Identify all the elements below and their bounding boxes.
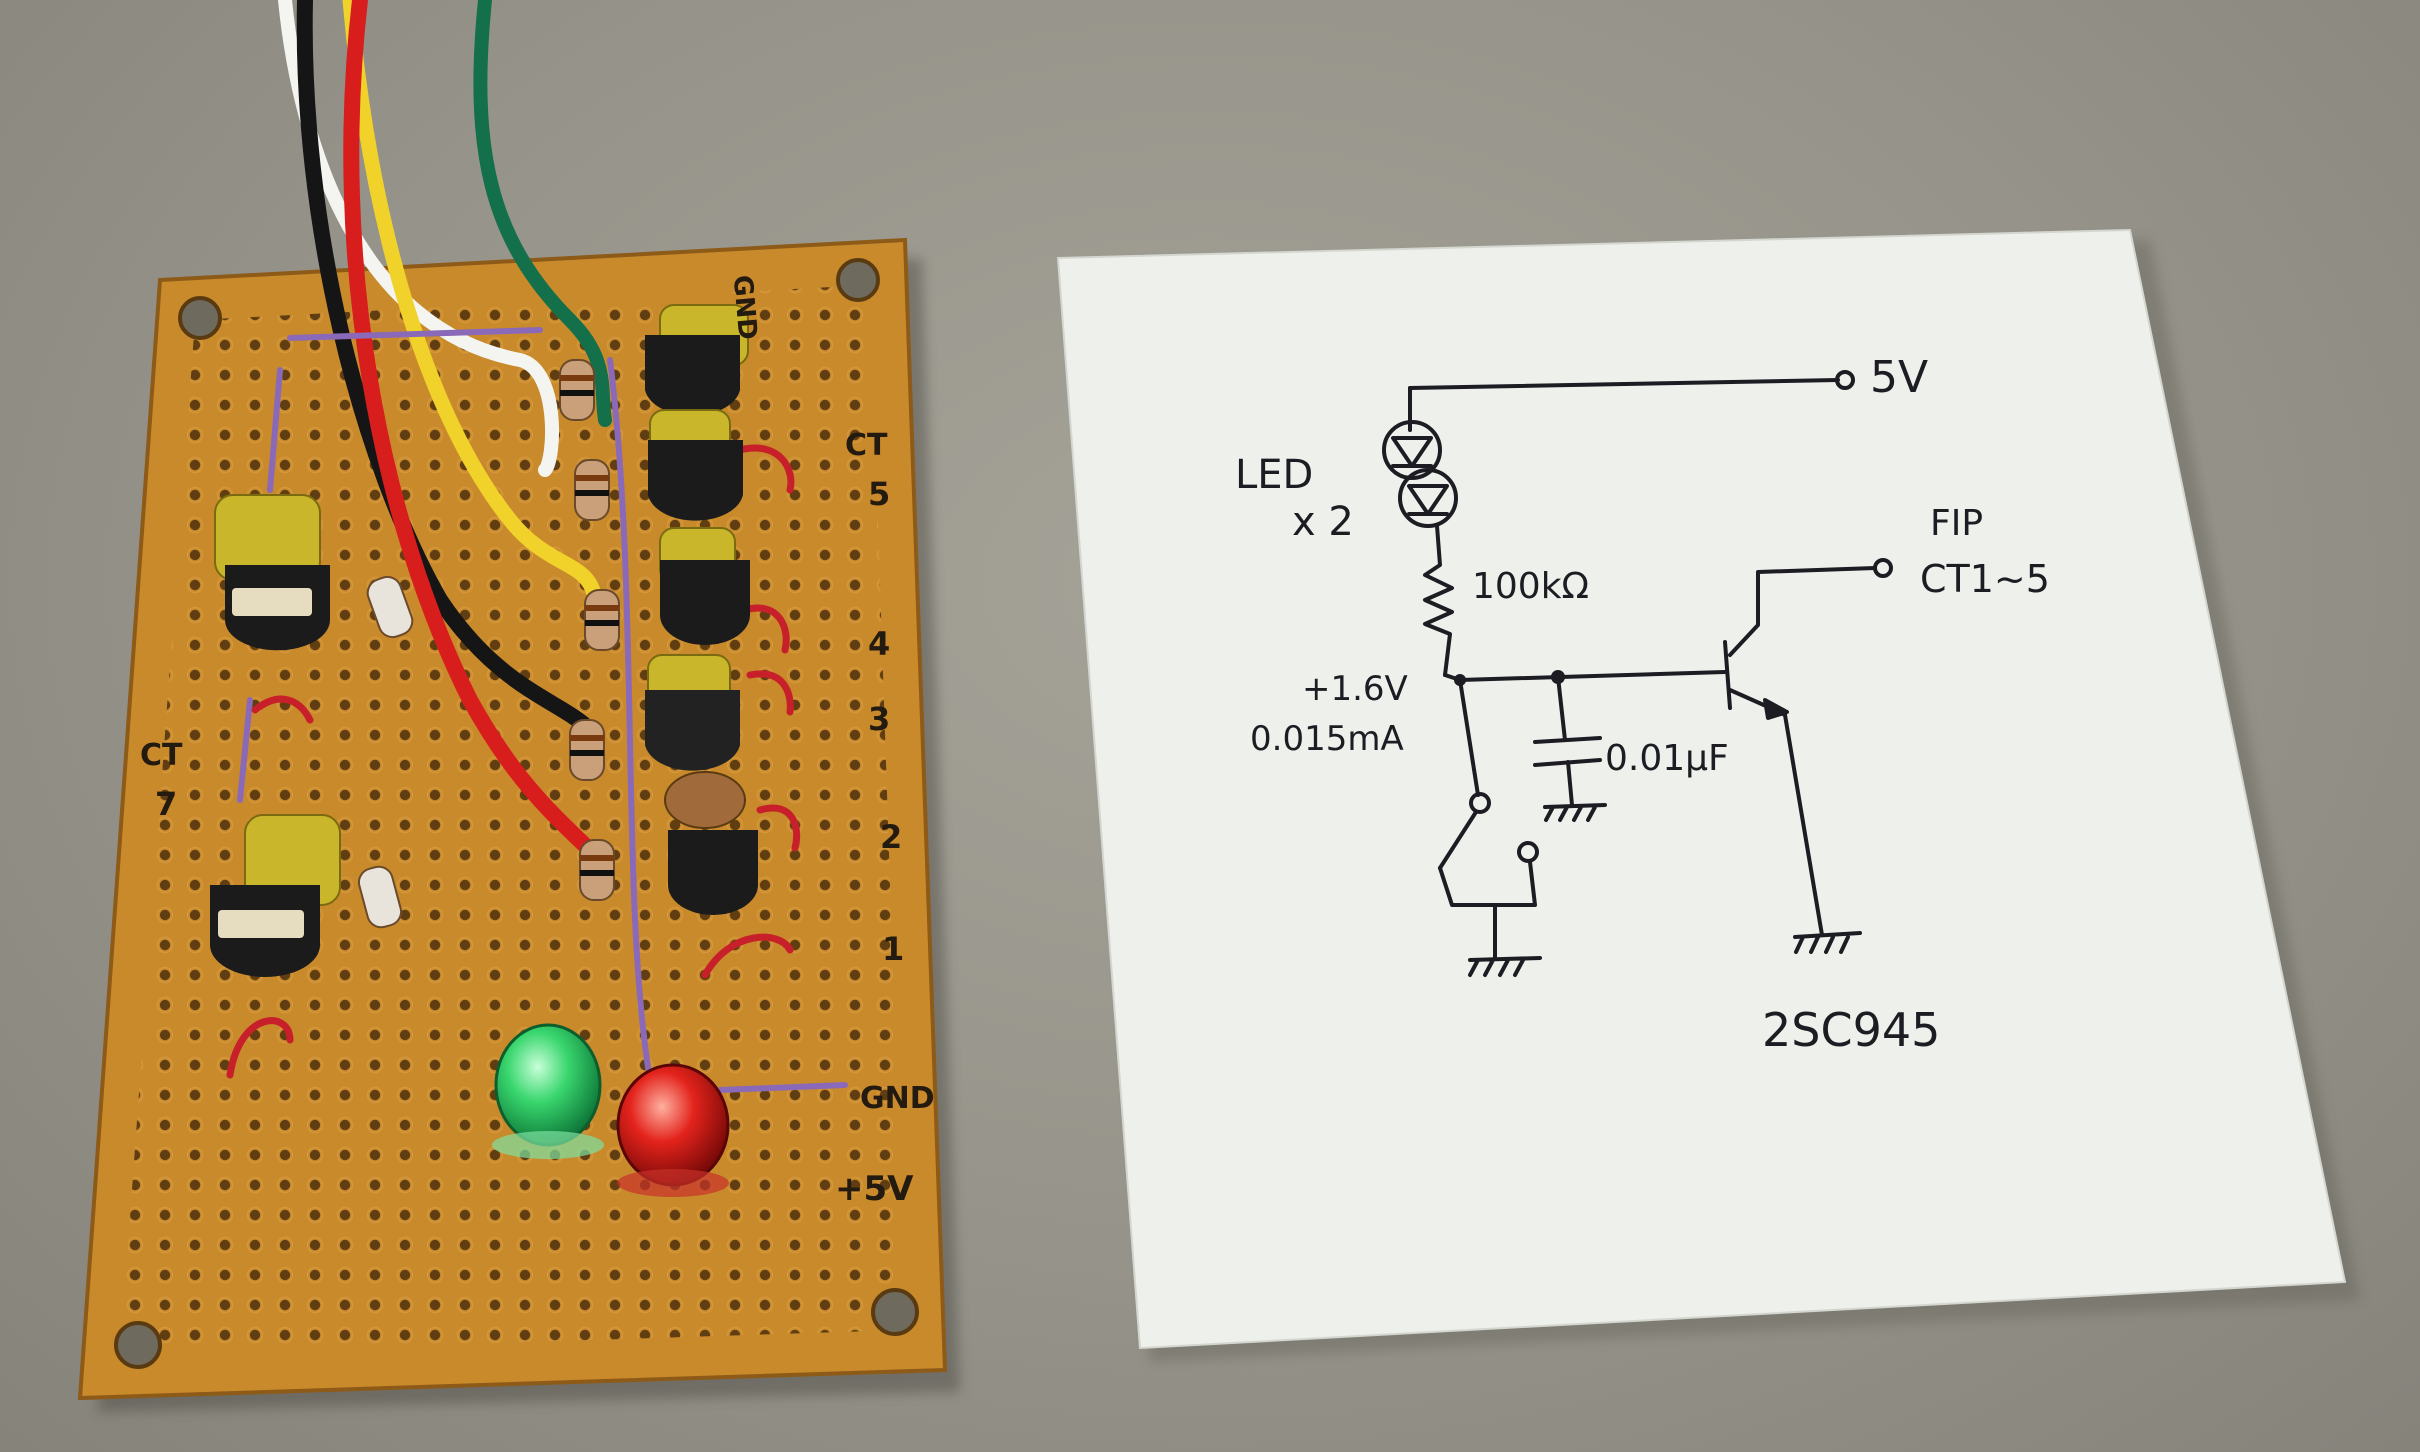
- resistor: [357, 865, 403, 929]
- resistor: [579, 839, 615, 901]
- transistor-base: [1723, 640, 1732, 710]
- schematic-labels: 5V LED x 2 100kΩ +1.6V 0.015mA 0.01μF FI…: [1235, 352, 2050, 1057]
- output-label-line1: FIP: [1930, 503, 1983, 544]
- resistor-symbol: [1423, 524, 1454, 677]
- red-jumpers: [226, 444, 801, 1079]
- transistor-tab: [218, 910, 304, 938]
- board-label-gnd-top: GND: [727, 274, 763, 341]
- transistor: [668, 830, 758, 915]
- transistor-collector: [1728, 566, 1877, 657]
- resistor: [569, 719, 605, 781]
- capacitor-wire: [1556, 675, 1567, 742]
- leds: [492, 1023, 730, 1197]
- supply-label: 5V: [1870, 352, 1928, 403]
- switch-wire: [1458, 678, 1480, 797]
- board-label-ct2: 2: [880, 818, 902, 856]
- supply-terminal: [1835, 370, 1855, 390]
- resistors: [357, 359, 620, 929]
- capacitor-label: 0.01μF: [1605, 738, 1729, 779]
- schematic-paper: [1056, 228, 2347, 1350]
- led-green: [494, 1023, 602, 1147]
- ground-symbol: [1468, 956, 1542, 977]
- switch-terminal: [1517, 841, 1539, 863]
- board-label-ct-left: CT: [140, 738, 183, 773]
- transistor-column: [645, 304, 758, 915]
- wire-red: [343, 0, 608, 868]
- transistor: [660, 560, 750, 645]
- led-diode-2: [1407, 484, 1449, 516]
- board-label-ct1: 1: [882, 930, 904, 968]
- transistor: [645, 335, 740, 416]
- wire-green: [473, 0, 612, 427]
- jumper-wires: [237, 327, 848, 1093]
- capacitor-ground-wire: [1566, 760, 1574, 807]
- resistor: [366, 575, 414, 639]
- ceramic-capacitor: [664, 771, 746, 829]
- wire-yellow: [342, 0, 603, 608]
- led-symbol-2: [1398, 468, 1458, 528]
- emitter-wire: [1783, 713, 1824, 937]
- led-label-line2: x 2: [1292, 499, 1354, 545]
- led-green-base: [492, 1131, 604, 1159]
- led-red-base: [617, 1169, 729, 1197]
- board-label-ct3: 3: [868, 700, 890, 738]
- resistor: [574, 459, 610, 521]
- transistor: [645, 690, 740, 771]
- board-label-ct4: 4: [868, 625, 890, 663]
- transistor-label: 2SC945: [1762, 1003, 1940, 1057]
- left-components: [210, 494, 341, 977]
- board-label-ct: CT: [845, 428, 888, 463]
- board-label-5v-bottom: +5V: [835, 1169, 914, 1209]
- led-label-line1: LED: [1235, 452, 1313, 498]
- resistor: [584, 589, 620, 651]
- led-red: [616, 1063, 730, 1187]
- schematic-drawing: [1382, 370, 1893, 977]
- board-holes: [120, 285, 905, 1355]
- ground-symbol: [1793, 931, 1862, 954]
- resistor: [559, 359, 595, 421]
- board-label-ct7: 7: [155, 785, 177, 823]
- switch-terminal: [1469, 792, 1491, 814]
- mount-hole-br: [871, 1288, 919, 1336]
- resistor-label: 100kΩ: [1472, 566, 1589, 607]
- board-labels: GND CT 5 4 3 2 1 CT 7 GND +5V: [140, 274, 935, 1209]
- led-diode-1: [1391, 436, 1433, 468]
- voltage-label: +1.6V: [1302, 669, 1408, 709]
- board-label-ct5: 5: [868, 475, 890, 513]
- output-label-line2: CT1~5: [1920, 557, 2050, 601]
- ground-symbol: [1543, 803, 1607, 822]
- mount-hole-tr: [836, 258, 880, 302]
- board-label-gnd-bottom: GND: [860, 1081, 935, 1116]
- supply-rail: [1408, 378, 1840, 390]
- mount-hole-tl: [178, 296, 222, 340]
- current-label: 0.015mA: [1250, 719, 1404, 759]
- transistor: [648, 440, 743, 521]
- led-symbol-1: [1382, 420, 1442, 480]
- perfboard: [77, 237, 948, 1401]
- output-terminal: [1873, 558, 1893, 578]
- emitter-arrow: [1763, 698, 1789, 720]
- switch-blade: [1438, 810, 1478, 870]
- mount-hole-bl: [114, 1321, 162, 1369]
- transistor-tab: [232, 588, 312, 616]
